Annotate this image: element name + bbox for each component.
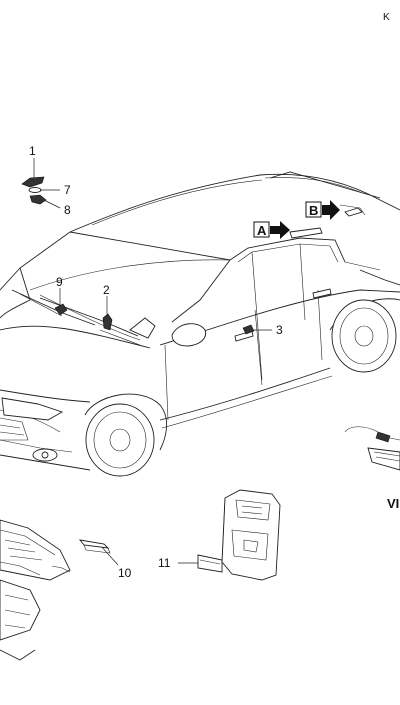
lower-left-assembly [0,519,71,661]
view-a-label: A [257,223,267,238]
part-3-shape [242,324,255,335]
callout-8: 8 [64,203,71,217]
callout-10: 10 [118,566,132,580]
view-b-marker: B [305,200,340,220]
view-label-partial: VII [387,496,400,511]
roof-parts-group [21,176,47,205]
part-8-shape [29,194,47,205]
leader-lines [33,158,272,566]
view-b-label: B [309,203,318,218]
detail-view-partial [344,426,400,471]
corner-code: K [383,12,390,23]
callout-11: 11 [158,556,171,570]
callout-2: 2 [103,283,110,297]
callout-3: 3 [276,323,283,337]
view-a-marker: A [253,221,290,239]
part-2-shape [102,313,113,331]
callout-9: 9 [56,275,63,289]
car-illustration [0,171,400,477]
callout-1: 1 [29,144,36,158]
callout-7: 7 [64,183,71,197]
part-10-shape [78,539,111,554]
part-11-shape [197,554,223,573]
seat-back-panel [221,489,281,581]
part-7-shape [28,187,42,193]
part-1-shape [21,176,45,188]
